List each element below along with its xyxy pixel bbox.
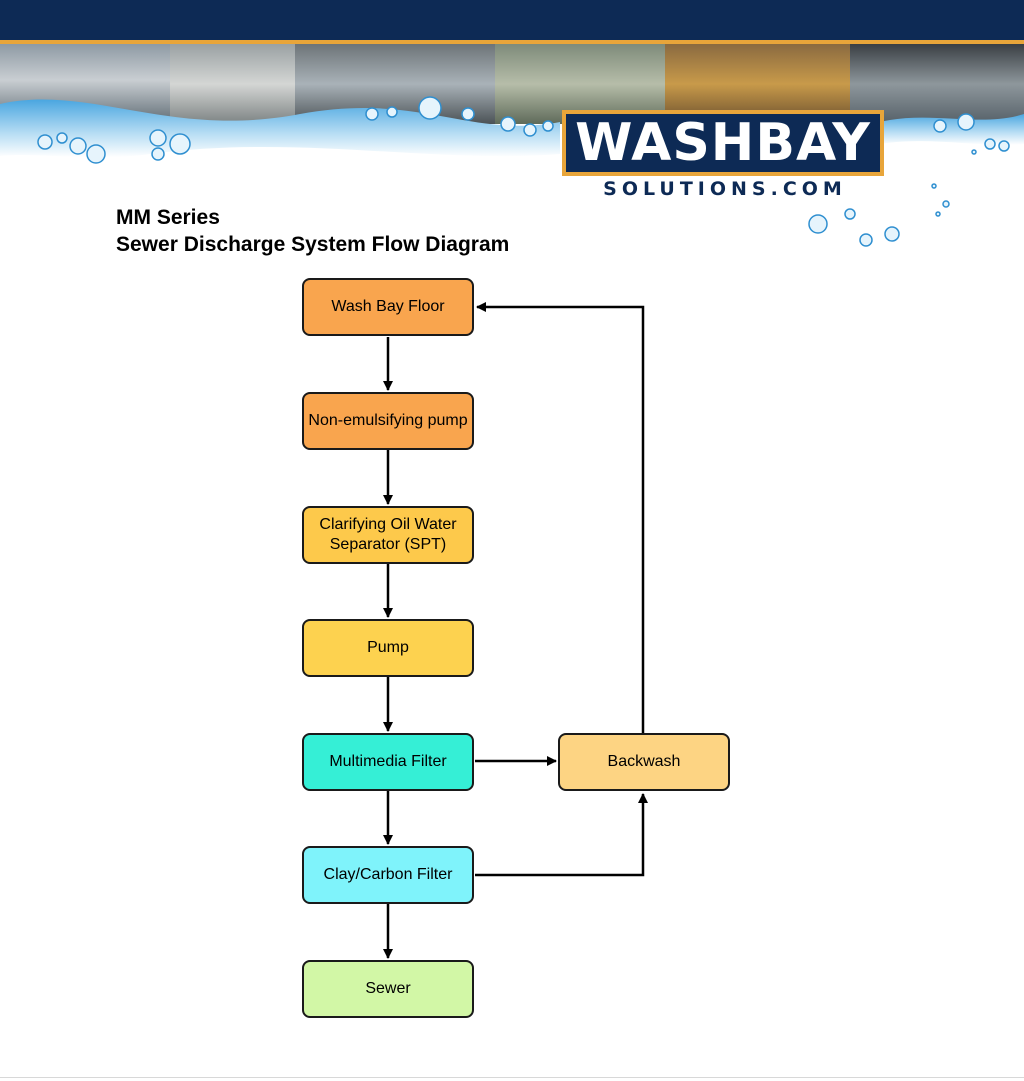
- logo-text: WASHBAY: [575, 113, 871, 173]
- node-multimedia-filter: Multimedia Filter: [302, 733, 474, 791]
- diagram-title: MM Series Sewer Discharge System Flow Di…: [116, 204, 509, 258]
- node-pump: Pump: [302, 619, 474, 677]
- node-backwash: Backwash: [558, 733, 730, 791]
- node-label: Sewer: [365, 980, 411, 997]
- node-wash-bay-floor: Wash Bay Floor: [302, 278, 474, 336]
- node-label: Wash Bay Floor: [331, 298, 445, 315]
- footer-divider: [0, 1077, 1024, 1078]
- header-bar: [0, 0, 1024, 40]
- node-non-emulsifying-pump: Non-emulsifying pump: [302, 392, 474, 450]
- node-label: Multimedia Filter: [329, 753, 447, 770]
- node-label: Non-emulsifying pump: [308, 412, 468, 429]
- node-clay-carbon-filter: Clay/Carbon Filter: [302, 846, 474, 904]
- node-label: Clarifying Oil Water Separator (SPT): [319, 516, 457, 553]
- node-sewer: Sewer: [302, 960, 474, 1018]
- node-label: Pump: [367, 639, 409, 656]
- washbay-logo: WASHBAY SOLUTIONS.COM: [562, 110, 888, 220]
- node-label: Clay/Carbon Filter: [323, 866, 453, 883]
- logo-subtext: SOLUTIONS.COM: [603, 178, 847, 200]
- header-banner: WASHBAY SOLUTIONS.COM: [0, 44, 1024, 254]
- arrow-clay-to-backwash: [475, 793, 648, 877]
- photo-separator-tank: [170, 44, 295, 124]
- header-accent-line: [0, 40, 1024, 44]
- arrow-backwash-to-floor: [476, 302, 645, 733]
- node-oil-water-separator: Clarifying Oil Water Separator (SPT): [302, 506, 474, 564]
- title-line-2: Sewer Discharge System Flow Diagram: [116, 233, 510, 256]
- title-line-1: MM Series: [116, 206, 220, 229]
- logo-box: [562, 110, 884, 176]
- node-label: Backwash: [607, 753, 681, 770]
- water-wave-graphic: [0, 96, 1024, 247]
